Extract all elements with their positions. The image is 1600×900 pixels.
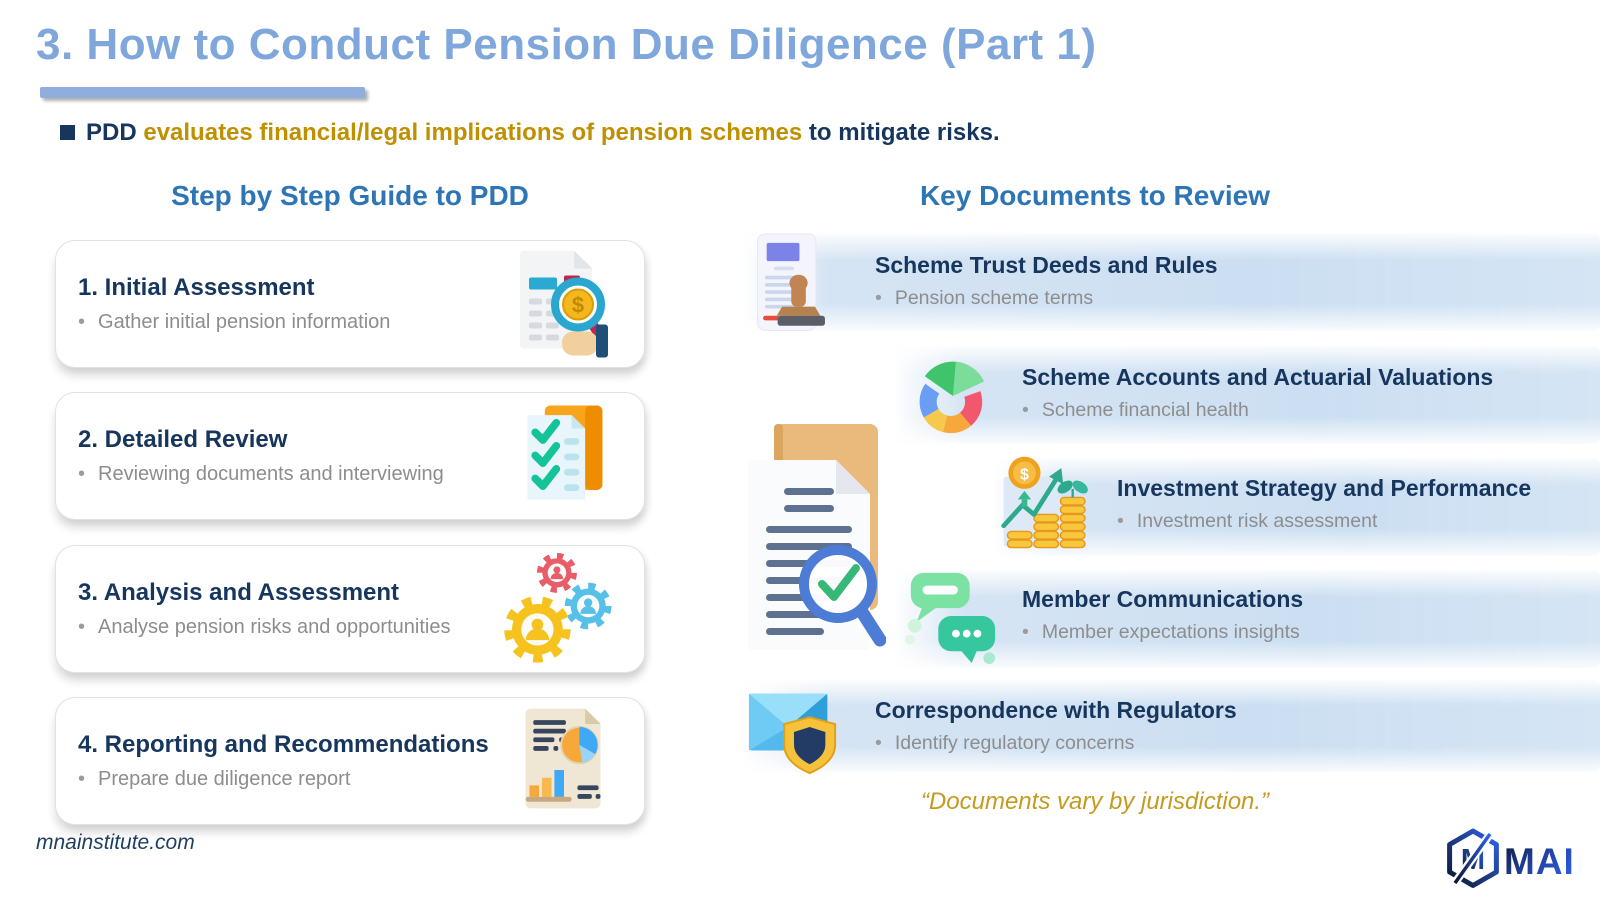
checklist-icon [516, 402, 612, 511]
logo-text: MAI [1504, 840, 1575, 882]
step-desc: Prepare due diligence report [78, 768, 509, 791]
investment-growth-icon: $ [998, 452, 1102, 563]
step-desc: Reviewing documents and interviewing [78, 463, 509, 486]
intro-line: PDD evaluates financial/legal implicatio… [60, 119, 1000, 147]
doc-title: Correspondence with Regulators [875, 697, 1237, 723]
right-column-heading: Key Documents to Review [919, 180, 1271, 211]
report-chart-icon [516, 704, 612, 819]
doc-title: Scheme Trust Deeds and Rules [875, 252, 1218, 278]
receipt-magnifier-icon: $ [512, 245, 612, 364]
step-card-2: 2. Detailed Review Reviewing documents a… [55, 392, 645, 520]
doc-row-text: Scheme Accounts and Actuarial Valuations… [1022, 364, 1493, 422]
step-title: 1. Initial Assessment [78, 274, 315, 301]
envelope-shield-icon [745, 682, 843, 781]
page-title: 3. How to Conduct Pension Due Diligence … [36, 20, 1097, 69]
hexagon-m-logo-icon: M [1444, 828, 1502, 895]
step-title: 2. Detailed Review [78, 426, 288, 453]
doc-desc: Scheme financial health [1022, 399, 1493, 422]
doc-title: Investment Strategy and Performance [1117, 475, 1532, 501]
doc-desc: Pension scheme terms [875, 287, 1218, 310]
step-card-3: 3. Analysis and Assessment Analyse pensi… [55, 545, 645, 673]
left-column-heading: Step by Step Guide to PDD [171, 180, 529, 211]
intro-highlight: evaluates financial/legal implications o… [143, 119, 803, 146]
gears-people-icon [497, 546, 612, 673]
intro-suffix: to mitigate risks. [808, 119, 1000, 146]
step-title: 4. Reporting and Recommendations [78, 731, 489, 758]
doc-row-text: Member Communications Member expectation… [1022, 586, 1303, 644]
step-title: 3. Analysis and Assessment [78, 579, 400, 606]
document-stamp-icon [746, 232, 842, 339]
step-desc: Analyse pension risks and opportunities [78, 616, 509, 639]
doc-row-text: Scheme Trust Deeds and Rules Pension sch… [875, 252, 1218, 310]
doc-row-band [893, 570, 1600, 668]
doc-desc: Identify regulatory concerns [875, 732, 1237, 755]
jurisdiction-quote: “Documents vary by jurisdiction.” [920, 788, 1270, 815]
donut-chart-icon [900, 344, 994, 445]
doc-row-text: Correspondence with Regulators Identify … [875, 697, 1237, 755]
website-url: mnainstitute.com [36, 831, 195, 854]
doc-desc: Investment risk assessment [1117, 510, 1531, 533]
step-card-1: 1. Initial Assessment Gather initial pen… [55, 240, 645, 368]
doc-row-band [993, 458, 1600, 556]
title-underline [40, 87, 365, 98]
doc-row-band [740, 680, 1600, 772]
doc-row-band [893, 346, 1600, 444]
intro-prefix: PDD [86, 119, 137, 146]
doc-row-text: Investment Strategy and Performance Inve… [1117, 475, 1531, 533]
document-magnifier-icon [726, 416, 887, 676]
doc-row-band [740, 233, 1600, 331]
doc-title: Member Communications [1022, 586, 1304, 612]
svg-text:$: $ [1020, 465, 1029, 483]
doc-desc: Member expectations insights [1022, 621, 1303, 644]
step-desc: Gather initial pension information [78, 311, 509, 334]
svg-text:$: $ [572, 293, 584, 318]
step-card-4: 4. Reporting and Recommendations Prepare… [55, 697, 645, 825]
mai-logo: M MAI [1444, 828, 1575, 895]
bullet-square-icon [60, 125, 75, 140]
chat-bubbles-icon [903, 566, 1001, 671]
doc-title: Scheme Accounts and Actuarial Valuations [1022, 364, 1494, 390]
